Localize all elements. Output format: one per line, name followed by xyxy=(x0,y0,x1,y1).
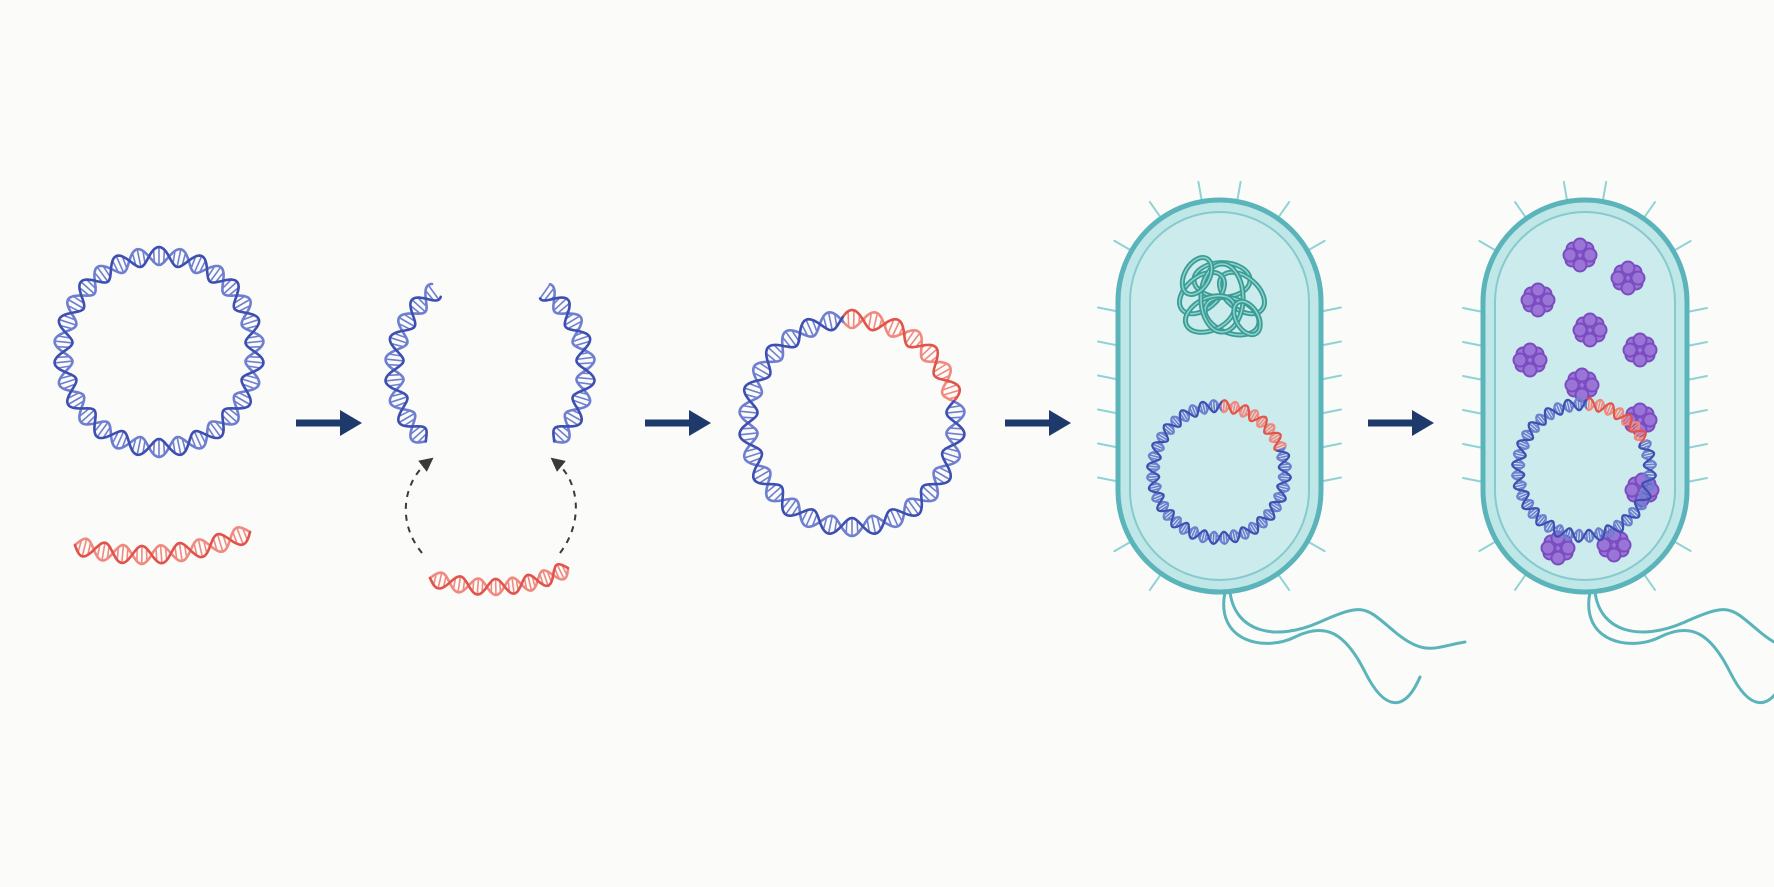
protein-cluster xyxy=(1596,527,1632,563)
recombinant-plasmid xyxy=(1511,397,1657,543)
curved-dashed-arrow-icon xyxy=(550,457,577,554)
dna-insert-fragment xyxy=(428,562,570,597)
protein-cluster xyxy=(1610,260,1646,296)
step-transformed-bacterium xyxy=(1097,180,1467,705)
cut-plasmid-left-half xyxy=(384,282,443,444)
pili xyxy=(1462,180,1708,591)
bacterial-chromosome xyxy=(1177,255,1267,338)
step-arrow-3 xyxy=(1005,410,1071,436)
step-cut-plasmid xyxy=(384,282,596,597)
step-protein-expression xyxy=(1462,180,1774,705)
bacterial-cell xyxy=(1115,197,1324,595)
step-arrow-4 xyxy=(1368,410,1434,436)
dna-insert-fragment xyxy=(73,525,252,566)
recombinant-plasmid xyxy=(738,308,966,538)
cut-plasmid-right-half xyxy=(538,282,596,444)
protein-cluster xyxy=(1540,530,1576,566)
protein-cluster xyxy=(1562,237,1598,273)
pili xyxy=(1097,180,1342,592)
curved-dashed-arrow-icon xyxy=(404,457,434,554)
flagella xyxy=(1587,590,1774,705)
step-arrow-1 xyxy=(296,410,362,436)
circular-plasmid xyxy=(53,245,265,459)
step-arrow-2 xyxy=(645,410,711,436)
protein-cluster xyxy=(1572,312,1608,348)
step-recombinant-plasmid xyxy=(738,308,966,538)
protein-cluster xyxy=(1622,332,1658,368)
step-plasmid-and-insert xyxy=(53,245,265,566)
recombinant-plasmid xyxy=(1146,399,1292,545)
protein-cluster xyxy=(1564,367,1600,403)
flagella xyxy=(1222,590,1467,705)
protein-cluster xyxy=(1520,282,1556,318)
protein-cluster xyxy=(1512,342,1548,378)
